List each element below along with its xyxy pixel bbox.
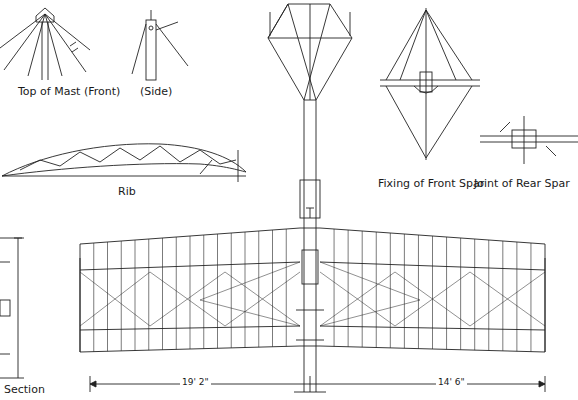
view-caption: Joint of Rear Spar — [474, 178, 570, 190]
wing-rib — [530, 243, 531, 352]
wing-rib — [516, 242, 517, 351]
wing-rib — [348, 230, 349, 347]
wing-rib — [320, 272, 395, 326]
wing-rib — [162, 238, 163, 350]
wing-rib — [395, 272, 470, 326]
wing-rib — [258, 231, 259, 347]
wing-rib — [272, 230, 273, 347]
span-dimension — [90, 376, 545, 392]
wing-rib — [80, 272, 150, 326]
wing-rib — [470, 272, 545, 326]
wing-rib — [418, 235, 419, 349]
wing-rib — [107, 242, 108, 351]
wing-rib — [190, 236, 191, 349]
wing-rib — [225, 272, 300, 326]
wing-rib — [395, 272, 470, 326]
wing-rib — [320, 272, 395, 326]
wing-rib — [150, 272, 225, 326]
wing-rib — [460, 238, 461, 350]
wing-rib — [245, 232, 246, 348]
mast-top-front — [0, 8, 90, 80]
wing-rib — [217, 234, 218, 348]
front-spar-fixing — [380, 8, 480, 160]
wing-plan — [80, 228, 545, 352]
wing-rib — [148, 239, 149, 350]
wing-rib — [474, 239, 475, 350]
wing-rib — [203, 235, 204, 349]
dimension-text: 14' 6" — [436, 378, 467, 388]
view-caption: (Side) — [140, 86, 172, 98]
wing-rib — [488, 240, 489, 351]
wing-rib — [470, 272, 545, 326]
wing-rib — [176, 237, 177, 349]
wing-rib — [362, 231, 363, 347]
spar-section — [0, 238, 24, 378]
wing-rib — [334, 229, 335, 346]
mast-top-side — [132, 10, 188, 80]
wing-rib — [93, 243, 94, 352]
wing-rib — [135, 240, 136, 351]
view-caption: Section — [4, 384, 45, 396]
rib-profile — [2, 144, 246, 182]
view-caption: Fixing of Front Spar — [378, 178, 484, 190]
view-caption: Top of Mast (Front) — [18, 86, 120, 98]
wing-rib — [404, 234, 405, 348]
wing-rib — [286, 229, 287, 346]
wing-rib — [390, 233, 391, 348]
wing-rib — [231, 233, 232, 348]
wing-rib — [432, 236, 433, 349]
wing-rib — [320, 262, 420, 300]
wing-rib — [320, 300, 420, 326]
wing-rib — [121, 241, 122, 351]
wing-rib — [376, 232, 377, 348]
wing-rib — [225, 272, 300, 326]
wing-rib — [80, 272, 150, 326]
dimension-text: 19' 2" — [180, 378, 211, 388]
tail-and-boom — [268, 4, 352, 392]
rear-spar-joint — [480, 116, 578, 164]
wing-rib — [200, 262, 300, 300]
wing-rib — [150, 272, 225, 326]
wing-rib — [200, 300, 300, 326]
wing-rib — [446, 237, 447, 349]
view-caption: Rib — [118, 186, 136, 198]
